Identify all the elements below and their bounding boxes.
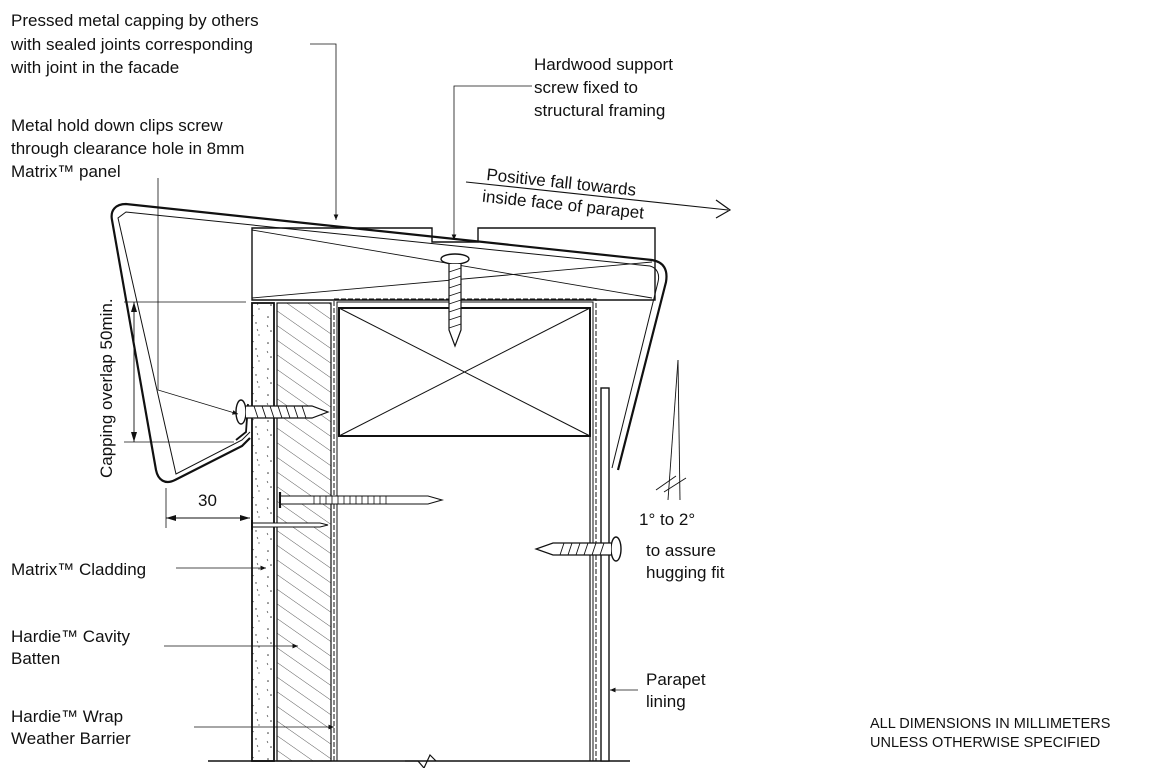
label-hugging: to assure hugging fit [646, 541, 725, 582]
batten-fixing-nail [278, 492, 445, 508]
matrix-cladding-panel [251, 302, 275, 762]
label-capping: Pressed metal capping by others with sea… [10, 11, 259, 77]
svg-text:Hardie™ Cavity: Hardie™ Cavity [11, 627, 131, 646]
label-wrap: Hardie™ Wrap Weather Barrier [11, 707, 131, 748]
svg-text:Metal hold down clips screw: Metal hold down clips screw [11, 116, 223, 135]
angle-indicator [655, 359, 687, 501]
lining-screw [534, 536, 622, 562]
svg-text:through clearance hole in 8mm: through clearance hole in 8mm [11, 139, 244, 158]
svg-text:with sealed joints correspondi: with sealed joints corresponding [10, 35, 253, 54]
svg-text:structural framing: structural framing [534, 101, 665, 120]
label-overlap: Capping overlap 50min. [97, 298, 116, 478]
structural-framing [338, 307, 591, 761]
label-dim-30: 30 [198, 491, 217, 510]
svg-text:Hardie™ Wrap: Hardie™ Wrap [11, 707, 123, 726]
svg-text:Matrix™ panel: Matrix™ panel [11, 162, 121, 181]
weather-barrier [333, 298, 597, 761]
label-angle: 1° to 2° [639, 510, 695, 529]
label-cladding: Matrix™ Cladding [11, 560, 146, 579]
label-hardwood: Hardwood support screw fixed to structur… [534, 55, 673, 120]
label-clips: Metal hold down clips screw through clea… [11, 116, 244, 181]
leader-lines [157, 43, 638, 730]
fall-arrow [465, 181, 732, 219]
general-note: ALL DIMENSIONS IN MILLIMETERS UNLESS OTH… [870, 716, 1110, 751]
parapet-lining [600, 387, 610, 762]
gap-dimension [165, 488, 250, 528]
svg-text:Hardwood support: Hardwood support [534, 55, 673, 74]
overlap-dimension [124, 301, 246, 443]
capping-screw [440, 253, 470, 348]
svg-text:with joint in the facade: with joint in the facade [10, 58, 179, 77]
label-lining: Parapet lining [646, 670, 706, 711]
svg-text:screw fixed to: screw fixed to [534, 78, 638, 97]
svg-text:Weather Barrier: Weather Barrier [11, 729, 131, 748]
svg-text:UNLESS OTHERWISE SPECIFIED: UNLESS OTHERWISE SPECIFIED [870, 735, 1100, 751]
svg-text:to assure: to assure [646, 541, 716, 560]
cladding-nail [251, 520, 329, 530]
svg-text:hugging fit: hugging fit [646, 563, 725, 582]
svg-text:Pressed metal capping by other: Pressed metal capping by others [11, 11, 259, 30]
svg-text:Parapet: Parapet [646, 670, 706, 689]
svg-text:Batten: Batten [11, 649, 60, 668]
cavity-batten [276, 302, 332, 762]
metal-capping [110, 202, 668, 484]
svg-text:ALL DIMENSIONS IN MILLIMETERS: ALL DIMENSIONS IN MILLIMETERS [870, 716, 1110, 732]
label-batten: Hardie™ Cavity Batten [11, 627, 131, 668]
svg-text:lining: lining [646, 692, 686, 711]
label-fall: Positive fall towards inside face of par… [481, 165, 645, 223]
